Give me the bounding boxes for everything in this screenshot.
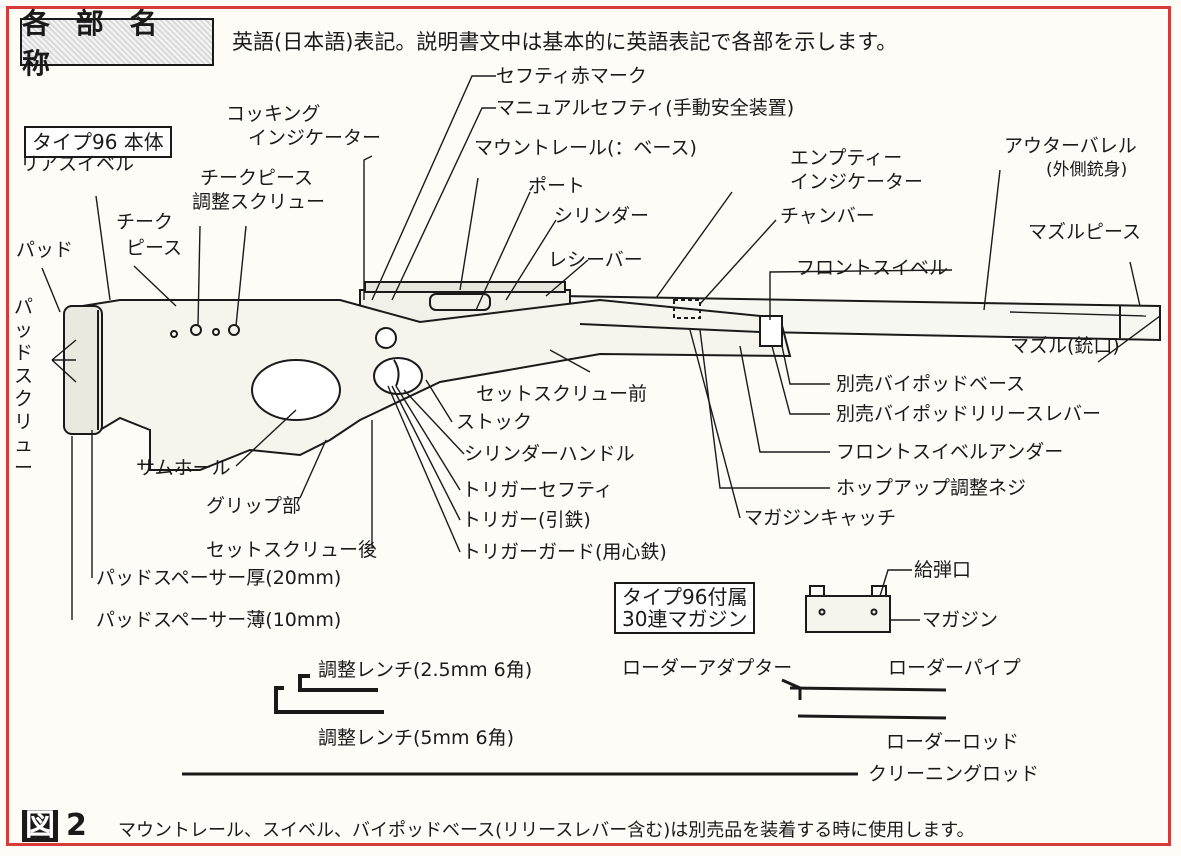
trigger-shape [393, 359, 400, 387]
label-pad: パッド [16, 239, 74, 261]
label-muzzle-piece: マズルピース [1028, 221, 1142, 243]
label-stock: ストック [456, 411, 533, 433]
label-set-screw-front: セットスクリュー前 [476, 383, 648, 405]
label-set-screw-rear: セットスクリュー後 [206, 539, 378, 561]
label-cocking-indicator-1: コッキング [226, 103, 321, 125]
stock-shape [69, 298, 792, 471]
label-pad-screw: パッドスクリュー [14, 296, 34, 479]
label-cocking-indicator-2: インジケーター [248, 127, 382, 149]
label-wrench-large: 調整レンチ(5mm 6角) [318, 727, 515, 749]
page-title: 各 部 名 称 [20, 7, 214, 80]
label-safety-red-mark: セフティ赤マーク [496, 65, 647, 87]
label-empty-indicator-2: インジケーター [790, 171, 924, 193]
label-front-swivel: フロントスイベル [796, 257, 949, 279]
page-frame [6, 6, 1171, 846]
label-loader-rod: ローダーロッド [886, 731, 1020, 753]
wrench-drawings [274, 674, 384, 714]
label-thumb-hole: サムホール [136, 457, 231, 479]
label-receiver: レシーバー [548, 249, 643, 271]
page-subtitle: 英語(日本語)表記。説明書文中は基本的に英語表記で各部を示します。 [232, 30, 898, 54]
label-loader-pipe: ローダーパイプ [888, 657, 1021, 679]
magazine-section-label-line1: タイプ96付属 [622, 585, 748, 609]
label-pad-spacer-thick: パッドスペーサー厚(20mm) [96, 567, 342, 589]
label-cylinder-handle: シリンダーハンドル [464, 443, 635, 465]
loader-drawings [182, 678, 947, 776]
label-rear-swivel: リアスイベル [20, 153, 135, 175]
leader-lines [41, 75, 1161, 621]
label-chamber: チャンバー [780, 205, 875, 227]
label-muzzle: マズル(銃口) [1010, 335, 1120, 357]
label-hopup-screw: ホップアップ調整ネジ [836, 477, 1027, 499]
figure-caption: マウントレール、スイベル、バイポッドベース(リリースレバー含む)は別売品を装着す… [118, 820, 975, 841]
label-trigger-safety: トリガーセフティ [462, 479, 613, 501]
rifle-body [63, 281, 1161, 471]
label-feed-port: 給弾口 [914, 559, 972, 581]
label-cleaning-rod: クリーニングロッド [868, 763, 1040, 785]
label-cheek-screw-2: 調整スクリュー [192, 191, 326, 213]
thumbhole-shape [251, 359, 341, 421]
label-trigger: トリガー(引鉄) [462, 509, 591, 531]
label-manual-safety: マニュアルセフティ(手動安全装置) [496, 97, 795, 119]
label-cylinder: シリンダー [554, 205, 650, 227]
label-grip: グリップ部 [206, 495, 302, 517]
cylinder-handle-knob [375, 327, 397, 349]
label-bipod-release: 別売バイポッドリリースレバー [836, 403, 1102, 425]
figure-number: 2 [66, 808, 87, 843]
label-port: ポート [528, 175, 586, 197]
label-bipod-base: 別売バイポッドベース [836, 373, 1026, 395]
label-cheek-screw-1: チークピース [200, 167, 314, 189]
label-pad-spacer-thin: パッドスペーサー薄(10mm) [96, 609, 342, 631]
label-mount-rail: マウントレール(：ベース) [474, 137, 697, 159]
label-magazine: マガジン [922, 609, 999, 631]
label-front-swivel-under: フロントスイベルアンダー [836, 441, 1064, 463]
label-magazine-catch: マガジンキャッチ [744, 507, 897, 529]
figure-word: 図 [22, 810, 58, 842]
butt-pad-shape [63, 305, 103, 435]
magazine-section-label: タイプ96付属 30連マガジン [614, 582, 756, 634]
label-wrench-small: 調整レンチ(2.5mm 6角) [318, 659, 533, 681]
label-outer-barrel-1: アウターバレル [1004, 135, 1137, 157]
label-outer-barrel-2: (外側銃身) [1046, 160, 1128, 180]
label-empty-indicator-1: エンプティー [790, 147, 903, 169]
label-trigger-guard: トリガーガード(用心鉄) [462, 541, 667, 563]
magazine-section-label-line2: 30連マガジン [622, 607, 748, 631]
body-section-label: タイプ96 本体 [24, 126, 172, 158]
magazine-drawing [805, 585, 891, 633]
label-cheek-piece-2: ピース [126, 237, 183, 259]
label-loader-adapter: ローダーアダプター [622, 657, 793, 679]
label-cheek-piece-1: チーク [116, 211, 174, 233]
